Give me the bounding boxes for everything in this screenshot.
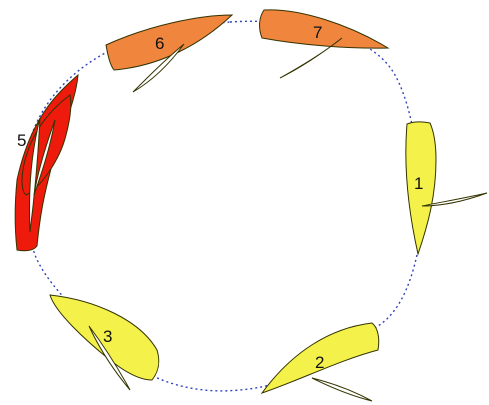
- boat-2: 2: [262, 323, 379, 401]
- boat-6: 6: [106, 15, 232, 92]
- boat-3-label: 3: [103, 327, 112, 346]
- boat-2-label: 2: [315, 353, 324, 372]
- boat-7-hull: [260, 10, 388, 48]
- boat-6-label: 6: [155, 34, 164, 53]
- boat-1: 1: [406, 122, 487, 254]
- boat-1-label: 1: [414, 174, 423, 193]
- boat-7-label: 7: [313, 23, 322, 42]
- boat-5-label: 5: [17, 131, 26, 150]
- boat-7: 7: [260, 10, 388, 78]
- boat-3: 3: [50, 295, 159, 390]
- boat-5: 5: [15, 75, 78, 251]
- boat-2-sail: [312, 378, 372, 401]
